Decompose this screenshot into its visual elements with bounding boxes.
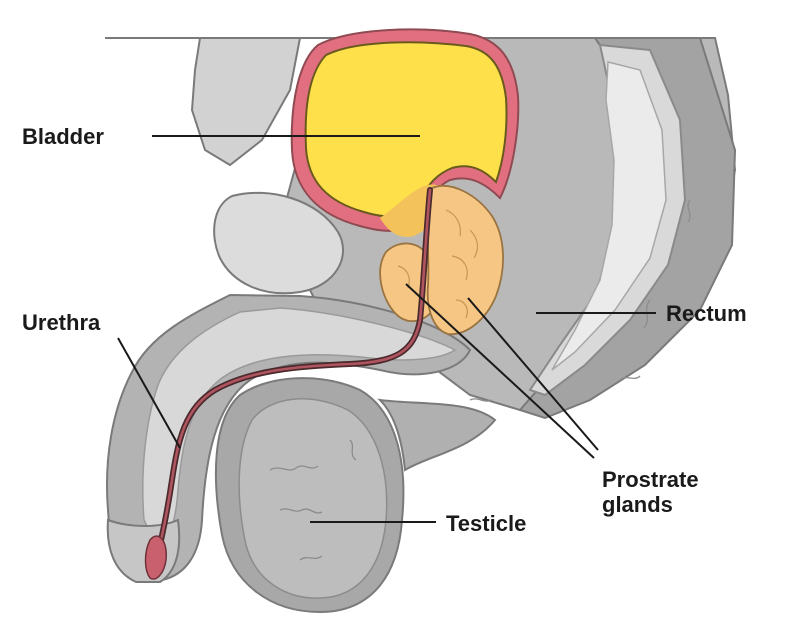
urethra-leader-line [117,337,181,449]
label-rectum: Rectum [666,301,747,326]
pubic-bone [190,37,302,167]
label-urethra: Urethra [22,310,101,335]
scrotum-right-fold [377,398,497,472]
bladder-fill [304,41,508,218]
label-prostate-line1: Prostrate [602,467,699,492]
testicle-shape [238,398,388,599]
label-testicle: Testicle [446,511,526,536]
label-bladder: Bladder [22,124,104,149]
rectum-inner [551,61,667,371]
urethra-meatus [144,535,167,580]
prostate-leader-line-left [405,283,595,459]
label-prostate-line2: glands [602,492,673,517]
prostate-right-lobe [426,185,504,335]
pubic-symphysis [213,191,344,295]
prostate-leader-line-right [467,297,599,451]
glans [106,518,181,583]
prostate-texture [397,209,479,319]
